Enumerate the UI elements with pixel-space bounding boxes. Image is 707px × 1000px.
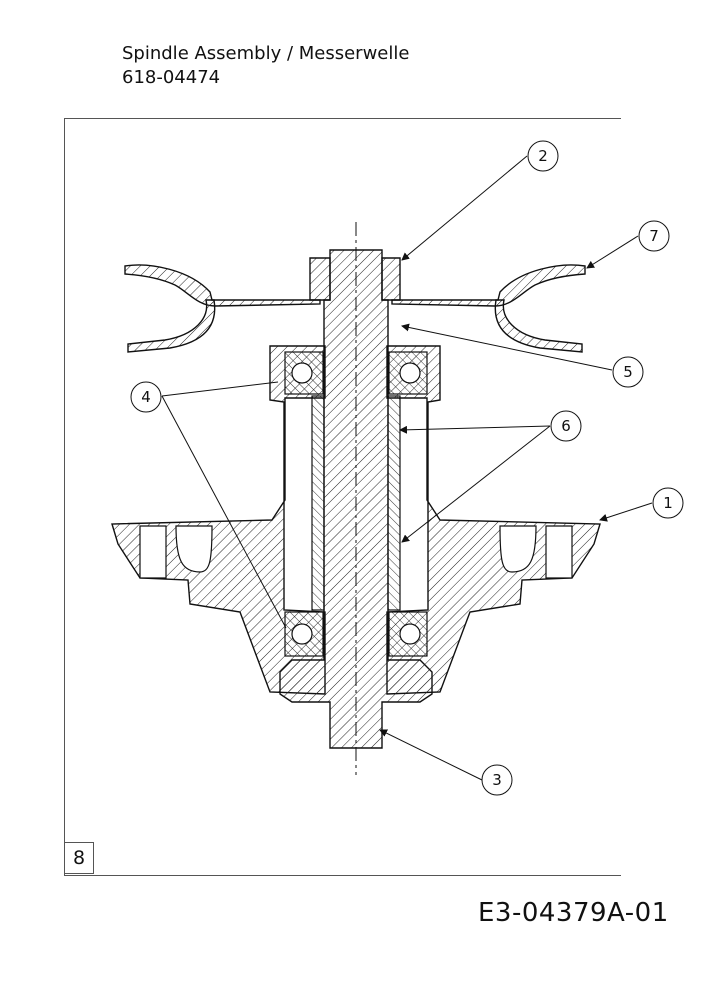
callout-1-circle <box>652 487 684 519</box>
pulley <box>124 257 586 353</box>
callout-4-circle <box>130 381 162 413</box>
spindle-housing <box>111 345 601 695</box>
callout-5: 5 <box>623 363 633 381</box>
callout-1: 1 <box>663 494 673 512</box>
bearings <box>284 351 428 657</box>
callout-4: 4 <box>141 388 151 406</box>
leader-lines <box>161 155 653 781</box>
callout-5-circle <box>612 356 644 388</box>
callout-2-circle <box>527 140 559 172</box>
part-number: 618-04474 <box>122 67 221 88</box>
callout-7-circle <box>638 220 670 252</box>
callout-3-circle <box>481 764 513 796</box>
spacer-tube <box>311 395 401 611</box>
callout-2: 2 <box>538 147 548 165</box>
callout-6-circle <box>550 410 582 442</box>
drawing-frame <box>64 118 621 876</box>
callout-7: 7 <box>649 227 659 245</box>
page-title: Spindle Assembly / Messerwelle <box>122 43 410 64</box>
callout-3: 3 <box>492 771 502 789</box>
document-number: E3-04379A-01 <box>478 898 669 928</box>
page-number: 8 <box>64 842 94 874</box>
callout-6: 6 <box>561 417 571 435</box>
